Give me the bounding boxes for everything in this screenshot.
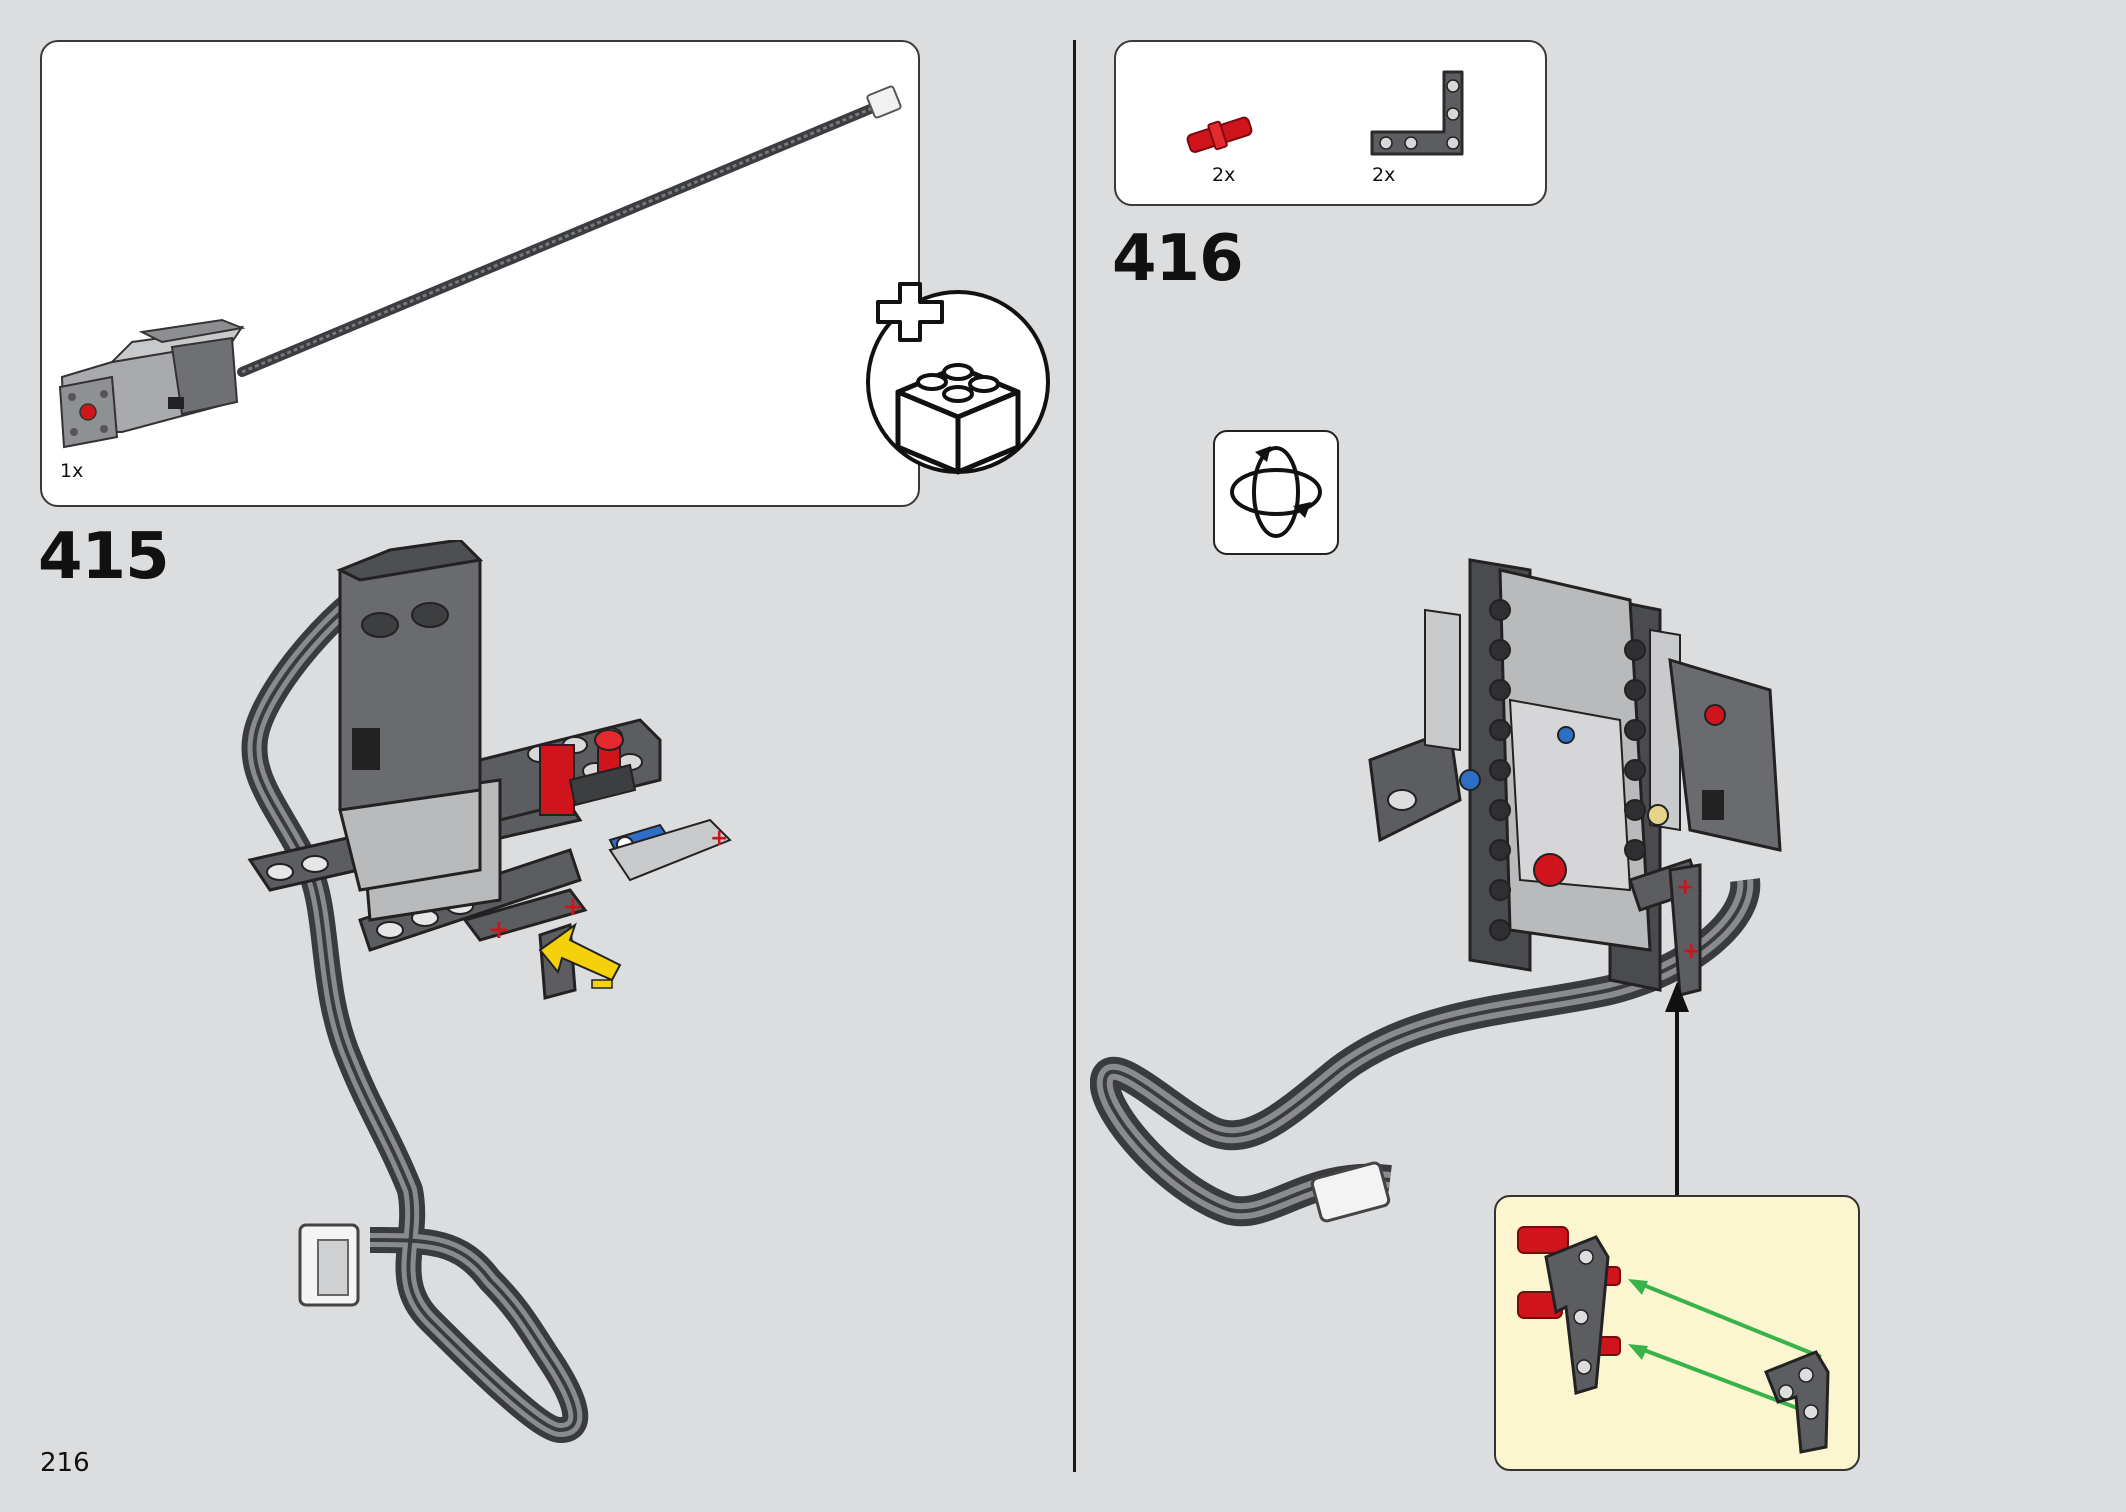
part-quantity: 2x — [1372, 164, 1396, 186]
parts-list-box-step-415: 1x — [40, 40, 920, 507]
svg-text:+: + — [562, 892, 584, 922]
parts-list-box-step-416: 2x 2x — [1114, 40, 1547, 206]
page-divider — [1073, 40, 1076, 1472]
motor-part-illustration — [58, 85, 902, 449]
svg-text:+: + — [1682, 939, 1700, 964]
parts-list-illustrations — [1186, 70, 1464, 156]
step-number: 416 — [1112, 222, 1244, 296]
part-quantity: 1x — [60, 460, 84, 482]
sub-assembly-illustration — [1517, 1226, 1830, 1454]
svg-text:+: + — [1676, 875, 1694, 900]
step-416-assembly-illustration: + + — [1090, 558, 1782, 1227]
part-quantity: 2x — [1212, 164, 1236, 186]
rotate-model-icon — [1213, 430, 1339, 555]
step-415-assembly-illustration: + + + — [241, 540, 732, 1443]
step-number: 415 — [38, 520, 170, 594]
svg-text:+: + — [710, 826, 728, 851]
svg-text:+: + — [488, 915, 510, 945]
sub-assembly-callout — [1494, 1195, 1860, 1471]
page-number: 216 — [40, 1448, 90, 1478]
add-new-element-icon — [866, 282, 1050, 475]
